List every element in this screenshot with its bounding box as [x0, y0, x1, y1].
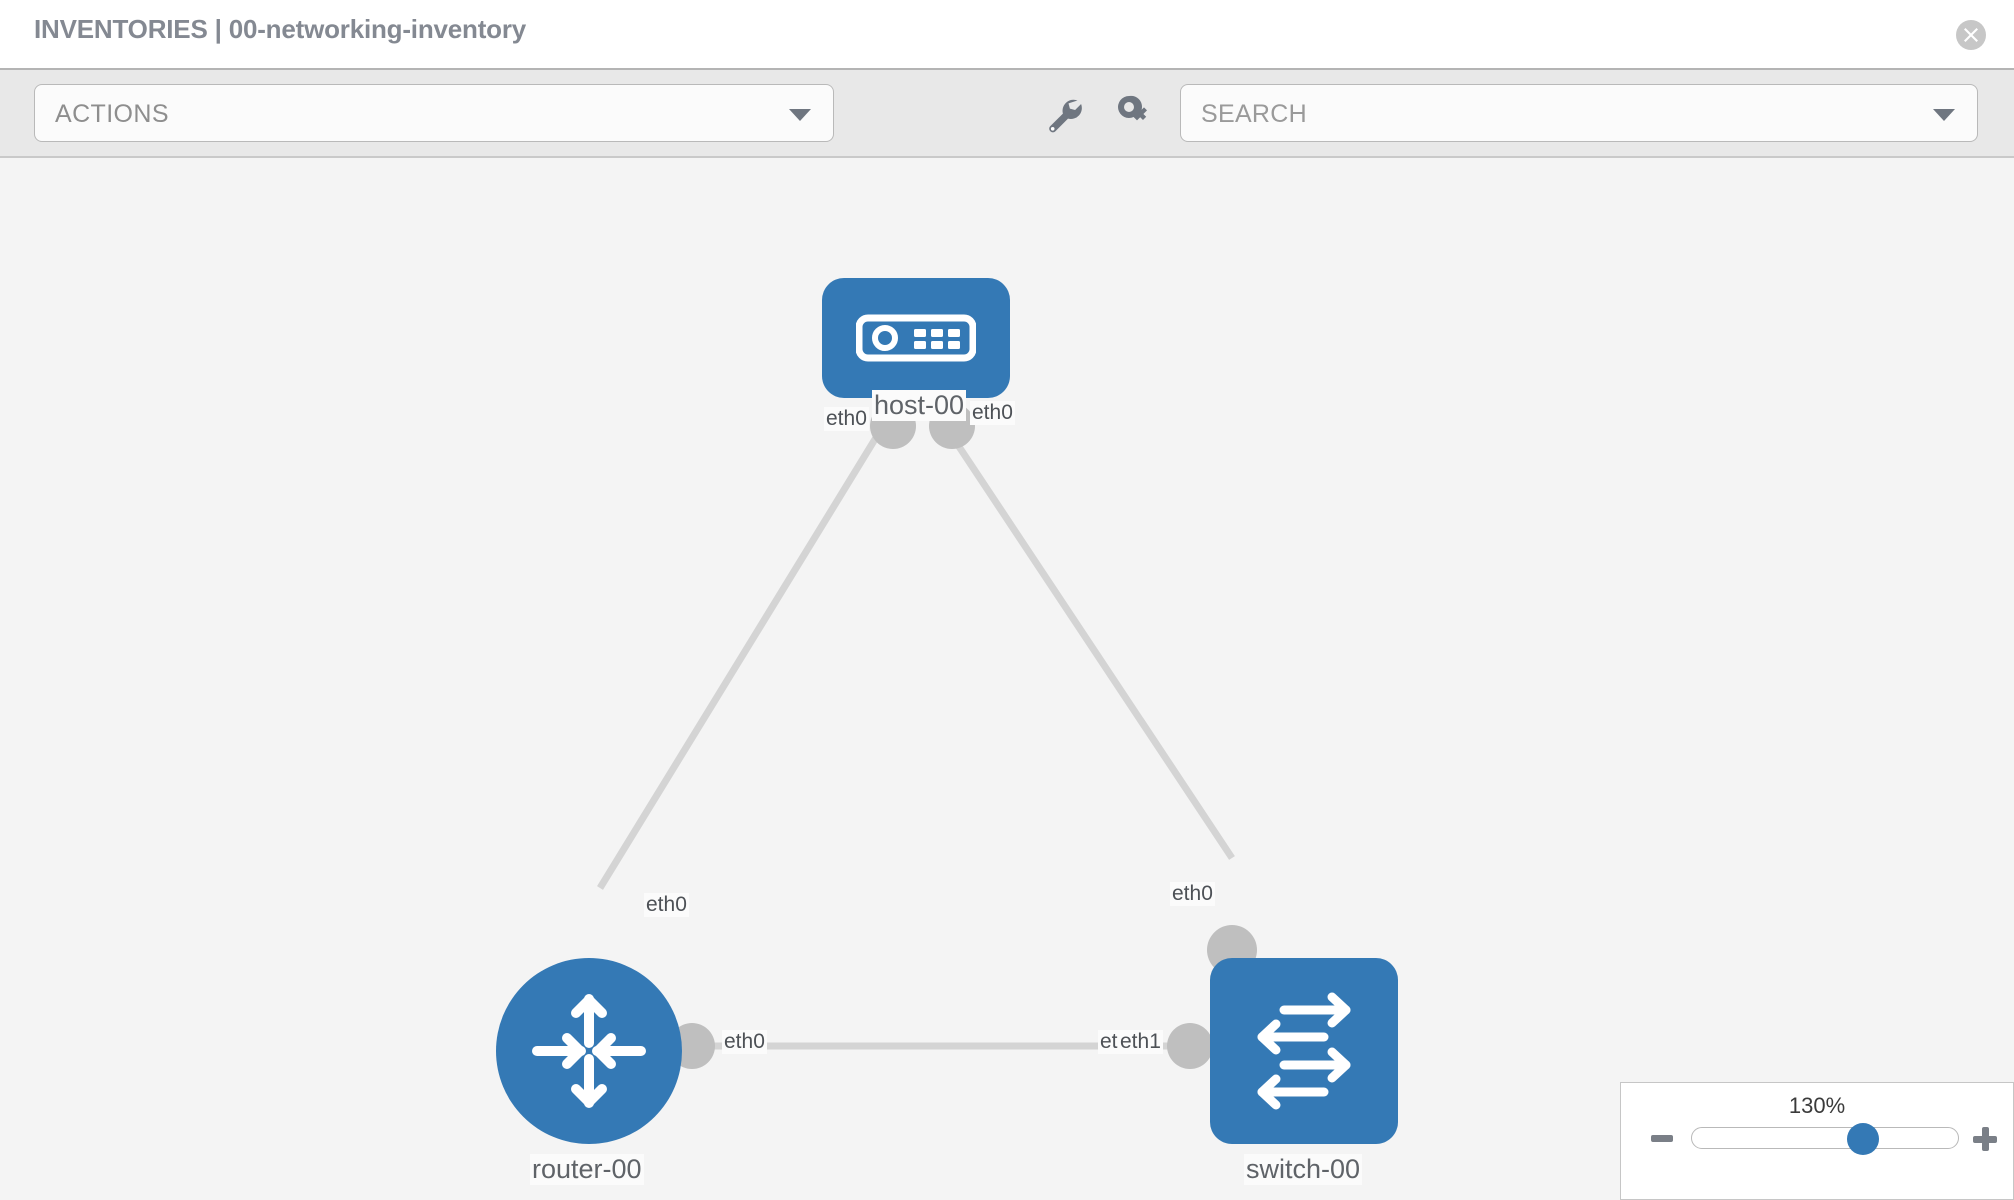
server-icon [856, 314, 976, 362]
node-router-00-label: router-00 [530, 1154, 644, 1185]
node-switch-00-label: switch-00 [1244, 1154, 1363, 1185]
connector-dot[interactable] [1167, 1023, 1213, 1069]
search-placeholder: SEARCH [1201, 100, 1307, 128]
zoom-control: 130% [1620, 1082, 2014, 1200]
node-host-00-shape [822, 278, 1010, 398]
router-icon [532, 994, 646, 1108]
edge-label-router-right: eth0 [722, 1030, 767, 1054]
node-switch-00[interactable] [1210, 958, 1398, 1144]
node-router-00[interactable] [496, 958, 682, 1144]
edge-label-host-left: eth0 [824, 407, 869, 431]
toolbar: ACTIONS SEARCH [0, 68, 2014, 158]
page-title: INVENTORIES | 00-networking-inventory [34, 14, 527, 44]
zoom-slider-track[interactable] [1691, 1127, 1959, 1149]
edge-label-host-right: eth0 [970, 401, 1015, 425]
edge-label-switch-left: eth1 [1118, 1030, 1163, 1054]
close-icon[interactable] [1956, 20, 1986, 50]
node-switch-00-shape [1210, 958, 1398, 1144]
topology-canvas[interactable]: host-00 eth0 eth0 router-00 eth0 eth0 [0, 158, 2014, 1200]
node-router-00-shape [496, 958, 682, 1144]
node-host-00-label: host-00 [872, 390, 967, 421]
link-host-router[interactable] [597, 416, 891, 890]
search-input[interactable]: SEARCH [1180, 84, 1978, 142]
chevron-down-icon [789, 109, 811, 121]
minus-icon[interactable] [1651, 1135, 1673, 1142]
plus-icon[interactable] [1973, 1127, 1997, 1151]
node-host-00[interactable] [822, 278, 1010, 398]
wrench-icon[interactable] [1040, 90, 1086, 136]
zoom-percent-label: 130% [1788, 1093, 1846, 1118]
link-host-switch[interactable] [937, 416, 1235, 860]
actions-dropdown-label: ACTIONS [55, 100, 169, 128]
switch-icon [1257, 992, 1351, 1110]
page-header: INVENTORIES | 00-networking-inventory [0, 0, 2014, 68]
chevron-down-icon[interactable] [1933, 109, 1955, 121]
zoom-slider-handle[interactable] [1847, 1123, 1879, 1155]
edge-label-router-upper: eth0 [644, 893, 689, 917]
edge-label-switch-upper: eth0 [1170, 882, 1215, 906]
key-icon[interactable] [1112, 90, 1158, 136]
actions-dropdown[interactable]: ACTIONS [34, 84, 834, 142]
